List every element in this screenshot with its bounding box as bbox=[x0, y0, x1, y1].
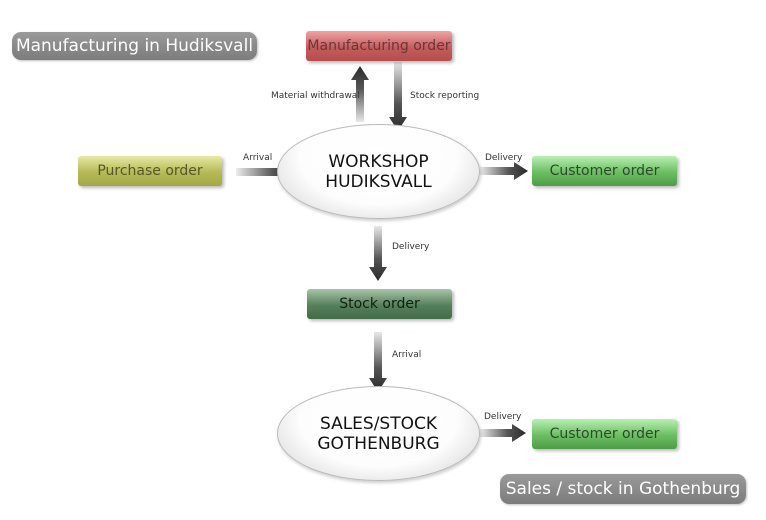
sales-hub-line1: SALES/STOCK bbox=[319, 413, 438, 434]
workshop-hudiksvall-hub: WORKSHOP HUDIKSVALL bbox=[277, 124, 480, 219]
label-stock-reporting: Stock reporting bbox=[410, 91, 480, 101]
label-arrival-purchase: Arrival bbox=[243, 153, 273, 163]
arrow-arrival-sales bbox=[369, 332, 387, 392]
label-delivery-stock: Delivery bbox=[392, 242, 430, 252]
sales-title: Sales / stock in Gothenburg bbox=[500, 474, 746, 504]
arrow-delivery-customer-bottom bbox=[480, 424, 526, 442]
workshop-hub-line1: WORKSHOP bbox=[328, 151, 429, 172]
stock-order-box: Stock order bbox=[307, 289, 452, 319]
label-delivery-customer-bottom: Delivery bbox=[484, 412, 522, 422]
label-delivery-customer-top: Delivery bbox=[485, 153, 523, 163]
label-material-withdrawal: Material withdrawal bbox=[271, 91, 360, 101]
workshop-hub-line2: HUDIKSVALL bbox=[325, 171, 432, 192]
arrow-delivery-stock bbox=[369, 226, 387, 281]
purchase-order-box: Purchase order bbox=[78, 156, 222, 186]
arrow-delivery-customer-top bbox=[480, 162, 528, 180]
sales-stock-gothenburg-hub: SALES/STOCK GOTHENBURG bbox=[277, 386, 480, 481]
customer-order-box-bottom: Customer order bbox=[532, 419, 677, 449]
arrow-arrival-purchase bbox=[236, 163, 298, 181]
manufacturing-order-box: Manufacturing order bbox=[306, 31, 452, 61]
manufacturing-title: Manufacturing in Hudiksvall bbox=[12, 32, 257, 60]
label-arrival-sales: Arrival bbox=[392, 350, 422, 360]
sales-hub-line2: GOTHENBURG bbox=[317, 433, 440, 454]
arrow-material-withdrawal bbox=[351, 66, 369, 122]
arrow-stock-reporting bbox=[389, 62, 407, 131]
customer-order-box-top: Customer order bbox=[532, 156, 677, 186]
